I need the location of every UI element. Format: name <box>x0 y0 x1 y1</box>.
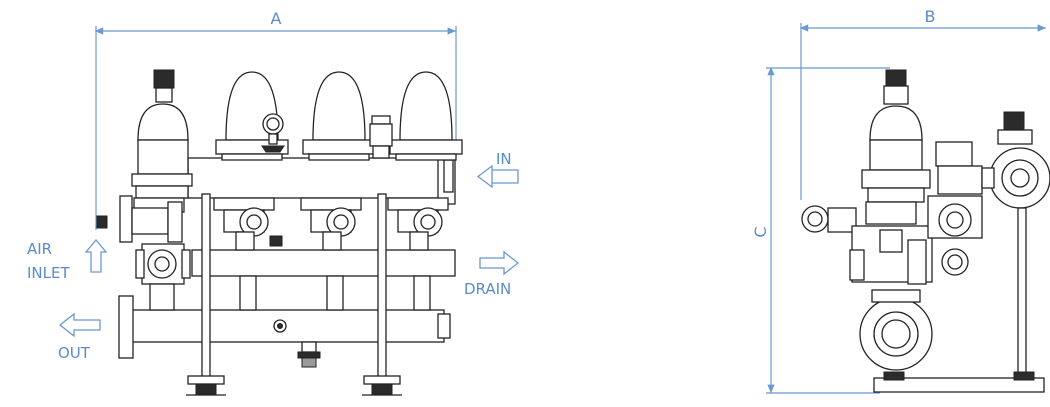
left-filter-unit <box>96 69 193 311</box>
pressure-gauge <box>261 113 285 153</box>
drain-manifold <box>191 249 456 277</box>
backflush-valve-3 <box>387 197 449 311</box>
arrow-out <box>58 312 101 338</box>
backflush-valve-2 <box>300 197 362 311</box>
arrow-drain <box>479 250 520 276</box>
dimension-a-label: A <box>271 9 282 28</box>
arrow-air-inlet <box>84 238 108 273</box>
label-in: IN <box>496 150 512 168</box>
outlet-pipe <box>131 309 445 343</box>
dimension-a: A <box>94 9 457 230</box>
outlet-flange <box>118 295 134 359</box>
filter-dome-3 <box>389 71 463 161</box>
label-out: OUT <box>58 344 91 362</box>
label-air: AIR <box>27 240 52 258</box>
dimension-b: B <box>799 7 1046 200</box>
filter-dome-2 <box>302 71 376 161</box>
dimension-c-label: C <box>751 226 770 237</box>
backflush-valve-1 <box>213 197 275 311</box>
label-inlet: INLET <box>27 264 70 282</box>
label-drain: DRAIN <box>464 280 511 298</box>
upper-manifold <box>187 157 444 199</box>
dimension-c: C <box>751 66 890 394</box>
arrow-in <box>476 164 519 189</box>
air-vent <box>369 115 393 159</box>
front-view: A <box>27 9 520 396</box>
side-view: B C <box>751 7 1050 394</box>
dimension-b-label: B <box>925 7 936 26</box>
support-legs <box>186 193 402 396</box>
